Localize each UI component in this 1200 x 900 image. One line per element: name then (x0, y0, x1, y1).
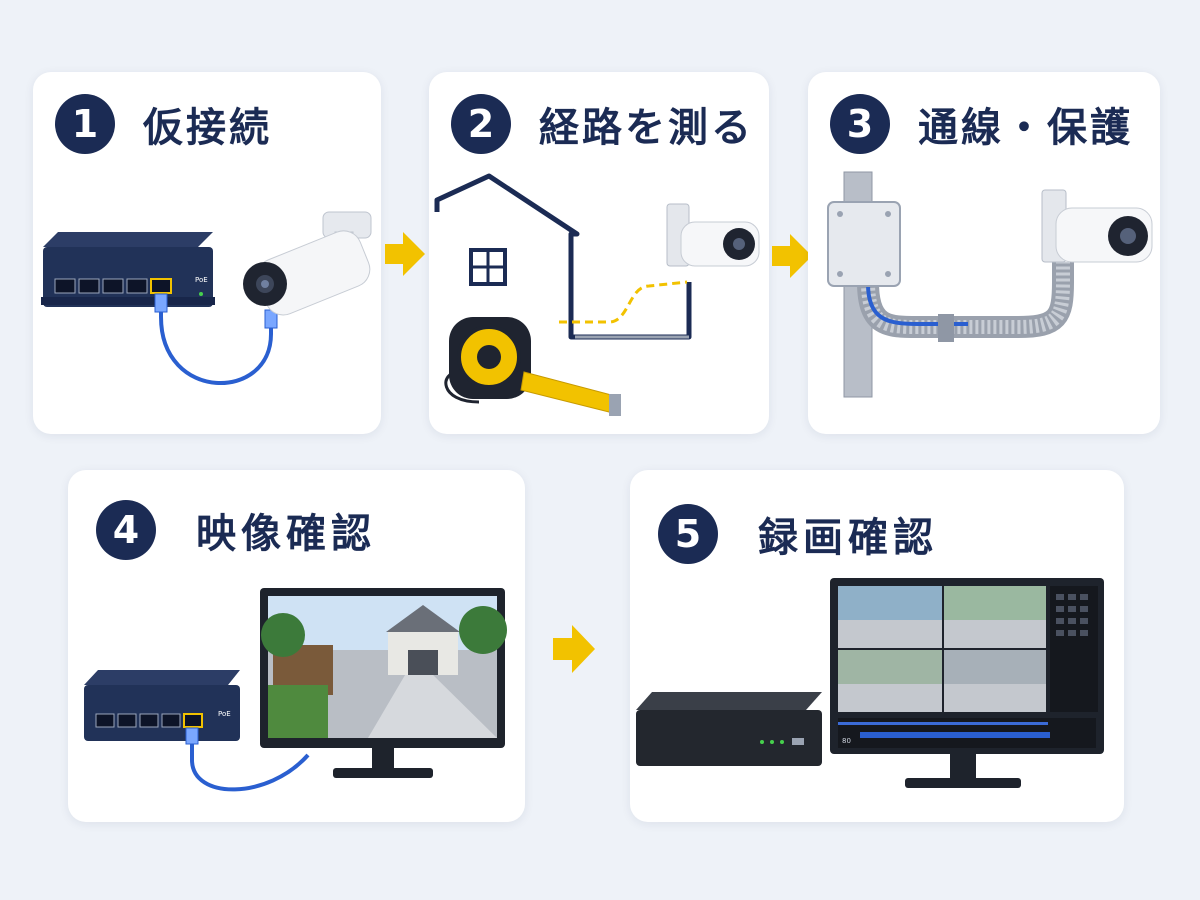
step-header-1: 1 仮接続 (55, 94, 272, 154)
poe-label-4: PoE (218, 710, 231, 718)
step-4-illustration: PoE (84, 588, 507, 792)
step-title-3: 通線・保護 (918, 105, 1133, 151)
step-number-4: 4 (96, 500, 156, 560)
step-number-5: 5 (658, 504, 718, 564)
step-2-illustration (434, 173, 760, 416)
step-card-4: 4 映像確認 PoE (68, 470, 525, 822)
step-title-4: 映像確認 (196, 511, 376, 557)
step-title-5: 録画確認 (758, 515, 938, 561)
step-number-1: 1 (55, 94, 115, 154)
step-header-2: 2 経路を測る (451, 94, 754, 154)
step-header-4: 4 映像確認 (96, 500, 376, 560)
tape-measure-icon (444, 317, 621, 416)
step-card-1: 1 仮接続 PoE (33, 72, 381, 434)
step-title-1: 仮接続 (143, 105, 272, 151)
ethernet-cable-icon (154, 293, 278, 386)
step-header-5: 5 録画確認 (658, 504, 938, 564)
monitor-icon (260, 588, 507, 778)
window-icon (469, 248, 507, 286)
house-outline-icon (434, 173, 692, 340)
step-card-2: 2 経路を測る (429, 72, 769, 434)
arrow-right-icon (385, 232, 425, 276)
step-3-illustration (827, 171, 1153, 398)
wall-mounted-camera-icon (666, 203, 760, 267)
conduit-pipe-icon (857, 262, 1074, 342)
arrow-right-icon (772, 234, 812, 278)
step-title-2: 経路を測る (539, 105, 754, 151)
step-number-3: 3 (830, 94, 890, 154)
wall-mounted-camera-icon (1041, 189, 1153, 263)
poe-switch-icon (84, 670, 240, 741)
step-number-2: 2 (451, 94, 511, 154)
step-card-3: 3 通線・保護 (808, 72, 1160, 434)
ethernet-cable-icon (185, 727, 310, 792)
bullet-camera-icon (243, 211, 372, 316)
step-card-5: 5 録画確認 (630, 470, 1124, 822)
poe-label-1: PoE (195, 276, 208, 284)
step-5-illustration: 80 (636, 578, 1104, 788)
poe-switch-icon (41, 232, 215, 307)
step-1-illustration: PoE (41, 211, 372, 386)
nvr-recorder-icon (636, 692, 822, 766)
monitor-icon (830, 578, 1104, 788)
recorder-timeline-label: 80 (842, 737, 851, 745)
step-header-3: 3 通線・保護 (830, 94, 1133, 154)
arrow-right-icon (553, 625, 595, 673)
junction-box-icon (827, 201, 901, 287)
